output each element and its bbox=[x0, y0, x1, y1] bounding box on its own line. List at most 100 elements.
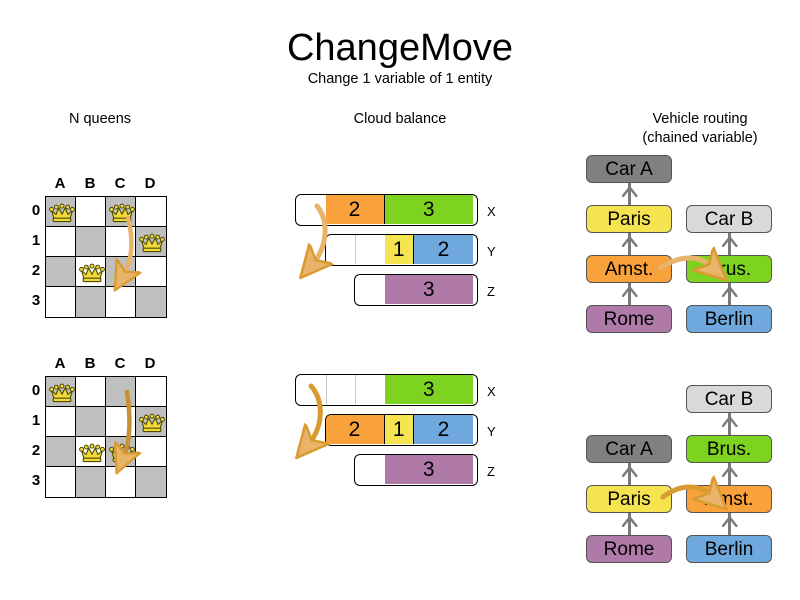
queen-piece[interactable] bbox=[109, 442, 135, 463]
cloud-computer-label-Y: Y bbox=[487, 424, 496, 439]
cloud-computer-label-Z: Z bbox=[487, 464, 495, 479]
queen-piece[interactable] bbox=[79, 262, 105, 283]
vrp-node-car-a[interactable]: Car A bbox=[586, 155, 672, 183]
queen-piece[interactable] bbox=[109, 202, 135, 223]
board-cell-C1[interactable] bbox=[106, 407, 136, 437]
vrp-node-paris[interactable]: Paris bbox=[586, 485, 672, 513]
col-label-a: A bbox=[54, 355, 66, 372]
board-cell-B2[interactable] bbox=[76, 257, 106, 287]
board-cell-A2[interactable] bbox=[46, 257, 76, 287]
board-cell-B3[interactable] bbox=[76, 467, 106, 497]
cloud-computer-bar-X[interactable]: 3 bbox=[295, 374, 478, 406]
board-cell-A1[interactable] bbox=[46, 227, 76, 257]
section-title-vrp-line2: (chained variable) bbox=[642, 130, 758, 146]
vrp-node-amst[interactable]: Amst. bbox=[686, 485, 772, 513]
board-cell-A3[interactable] bbox=[46, 467, 76, 497]
row-label-1: 1 bbox=[31, 412, 41, 429]
vrp-chain-link bbox=[728, 283, 731, 305]
board-cell-C2[interactable] bbox=[106, 437, 136, 467]
cloud-process-2[interactable]: 2 bbox=[325, 415, 385, 444]
board-cell-B1[interactable] bbox=[76, 227, 106, 257]
cloud-process-2[interactable]: 2 bbox=[325, 195, 385, 224]
board-cell-D0[interactable] bbox=[136, 197, 166, 227]
row-label-2: 2 bbox=[31, 262, 41, 279]
vrp-node-car-b[interactable]: Car B bbox=[686, 205, 772, 233]
section-title-vrp-line1: Vehicle routing bbox=[652, 111, 748, 127]
queen-piece[interactable] bbox=[139, 232, 165, 253]
board-cell-C3[interactable] bbox=[106, 467, 136, 497]
board-cell-C3[interactable] bbox=[106, 287, 136, 317]
cloud-process-2[interactable]: 2 bbox=[414, 415, 473, 444]
nqueens-board-after: A B C D 0 1 2 3 bbox=[28, 356, 183, 501]
vrp-chain-link bbox=[728, 463, 731, 485]
vrp-chain-link bbox=[628, 513, 631, 535]
section-title-vehicle-routing: Vehicle routing (chained variable) bbox=[600, 110, 800, 148]
board-cell-A3[interactable] bbox=[46, 287, 76, 317]
board-cell-D3[interactable] bbox=[136, 287, 166, 317]
col-label-b: B bbox=[84, 175, 96, 192]
cloud-computer-label-X: X bbox=[487, 384, 496, 399]
board-cell-B1[interactable] bbox=[76, 407, 106, 437]
vrp-node-brus[interactable]: Brus. bbox=[686, 255, 772, 283]
board-cell-A2[interactable] bbox=[46, 437, 76, 467]
vrp-node-brus[interactable]: Brus. bbox=[686, 435, 772, 463]
cloud-process-3[interactable]: 3 bbox=[384, 455, 473, 484]
cloud-process-1[interactable]: 1 bbox=[384, 415, 414, 444]
vrp-node-berlin[interactable]: Berlin bbox=[686, 535, 772, 563]
col-label-d: D bbox=[144, 355, 156, 372]
queen-piece[interactable] bbox=[139, 412, 165, 433]
queen-piece[interactable] bbox=[49, 202, 75, 223]
vrp-node-amst[interactable]: Amst. bbox=[586, 255, 672, 283]
chessboard-after[interactable] bbox=[45, 376, 167, 498]
row-label-1: 1 bbox=[31, 232, 41, 249]
board-cell-C2[interactable] bbox=[106, 257, 136, 287]
cloud-computer-label-Z: Z bbox=[487, 284, 495, 299]
board-cell-D1[interactable] bbox=[136, 227, 166, 257]
col-label-c: C bbox=[114, 175, 126, 192]
col-label-d: D bbox=[144, 175, 156, 192]
board-cell-B2[interactable] bbox=[76, 437, 106, 467]
board-cell-A0[interactable] bbox=[46, 197, 76, 227]
board-cell-C0[interactable] bbox=[106, 377, 136, 407]
cloud-process-3[interactable]: 3 bbox=[384, 195, 473, 224]
board-cell-C0[interactable] bbox=[106, 197, 136, 227]
cloud-process-3[interactable]: 3 bbox=[384, 275, 473, 304]
chessboard-before[interactable] bbox=[45, 196, 167, 318]
section-title-nqueens: N queens bbox=[68, 111, 132, 127]
vrp-chain-link bbox=[728, 233, 731, 255]
row-label-0: 0 bbox=[31, 382, 41, 399]
vrp-node-car-a[interactable]: Car A bbox=[586, 435, 672, 463]
vrp-node-berlin[interactable]: Berlin bbox=[686, 305, 772, 333]
cloud-process-1[interactable]: 1 bbox=[384, 235, 414, 264]
board-cell-D0[interactable] bbox=[136, 377, 166, 407]
board-cell-C1[interactable] bbox=[106, 227, 136, 257]
cloud-computer-label-X: X bbox=[487, 204, 496, 219]
cloud-process-2[interactable]: 2 bbox=[414, 235, 473, 264]
board-cell-D1[interactable] bbox=[136, 407, 166, 437]
board-cell-D3[interactable] bbox=[136, 467, 166, 497]
board-cell-B0[interactable] bbox=[76, 197, 106, 227]
queen-piece[interactable] bbox=[79, 442, 105, 463]
board-cell-A1[interactable] bbox=[46, 407, 76, 437]
vrp-node-rome[interactable]: Rome bbox=[586, 535, 672, 563]
section-title-cloud-balance: Cloud balance bbox=[353, 111, 447, 127]
cloud-computer-bar-Z[interactable]: 3 bbox=[354, 274, 478, 306]
vrp-node-paris[interactable]: Paris bbox=[586, 205, 672, 233]
board-cell-B0[interactable] bbox=[76, 377, 106, 407]
board-cell-B3[interactable] bbox=[76, 287, 106, 317]
cloud-process-3[interactable]: 3 bbox=[384, 375, 473, 404]
cloud-computer-bar-Z[interactable]: 3 bbox=[354, 454, 478, 486]
vrp-node-rome[interactable]: Rome bbox=[586, 305, 672, 333]
board-cell-D2[interactable] bbox=[136, 437, 166, 467]
cloud-free-slot-divider bbox=[355, 235, 356, 264]
board-cell-D2[interactable] bbox=[136, 257, 166, 287]
board-cell-A0[interactable] bbox=[46, 377, 76, 407]
vrp-node-car-b[interactable]: Car B bbox=[686, 385, 772, 413]
queen-piece[interactable] bbox=[49, 382, 75, 403]
